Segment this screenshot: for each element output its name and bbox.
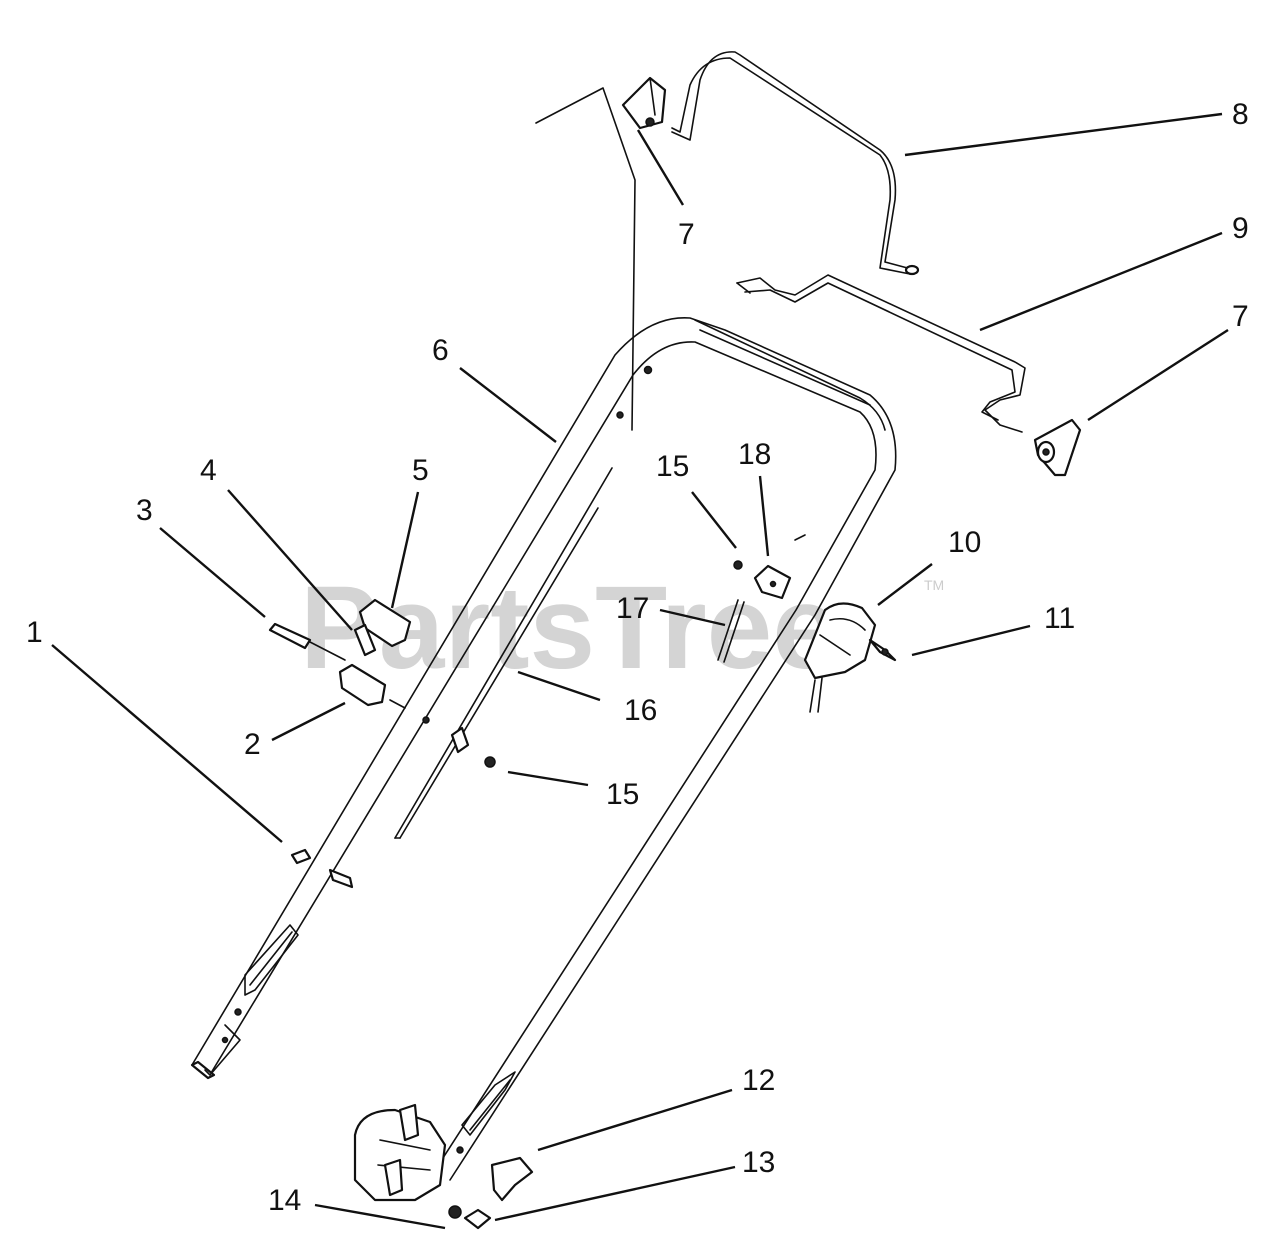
callout-15-lower: 15 bbox=[606, 778, 639, 811]
bracket-upper-part-7 bbox=[621, 76, 667, 130]
callout-13: 13 bbox=[742, 1146, 775, 1179]
callout-17: 17 bbox=[616, 592, 649, 625]
control-box-part-10 bbox=[803, 602, 897, 713]
callout-18: 18 bbox=[738, 438, 771, 471]
callout-1: 1 bbox=[26, 616, 43, 649]
callout-labels: 1 2 3 4 5 6 7 7 8 9 10 11 12 13 14 15 15… bbox=[26, 98, 1249, 1217]
lever-assembly bbox=[268, 598, 412, 709]
callout-7-right: 7 bbox=[1232, 300, 1249, 333]
callout-3: 3 bbox=[136, 494, 153, 527]
cable-clip-upper bbox=[717, 534, 806, 663]
callout-11: 11 bbox=[1044, 602, 1075, 635]
callout-16: 16 bbox=[624, 694, 657, 727]
leader-lines bbox=[51, 112, 1229, 1230]
callout-5: 5 bbox=[412, 454, 429, 487]
lower-bail-part-9 bbox=[736, 274, 1026, 433]
callout-7-upper: 7 bbox=[678, 218, 695, 251]
handle-part-6 bbox=[190, 317, 897, 1181]
upper-bail-part-8 bbox=[671, 51, 920, 276]
lower-mount-assembly bbox=[353, 1103, 534, 1230]
cable-part-16 bbox=[394, 467, 613, 839]
callout-8: 8 bbox=[1232, 98, 1249, 131]
callout-2: 2 bbox=[244, 728, 261, 761]
watermark-tm: TM bbox=[924, 577, 944, 593]
pin-part-1 bbox=[290, 848, 354, 889]
callout-6: 6 bbox=[432, 334, 449, 367]
callout-12: 12 bbox=[742, 1064, 775, 1097]
outline-plate bbox=[535, 87, 636, 431]
callout-4: 4 bbox=[200, 454, 217, 487]
cable-clip-lower bbox=[422, 716, 496, 768]
callout-14: 14 bbox=[268, 1184, 301, 1217]
callout-9: 9 bbox=[1232, 212, 1249, 245]
callout-15-upper: 15 bbox=[656, 450, 689, 483]
bracket-right-part-7 bbox=[1033, 418, 1082, 477]
callout-10: 10 bbox=[948, 526, 981, 559]
